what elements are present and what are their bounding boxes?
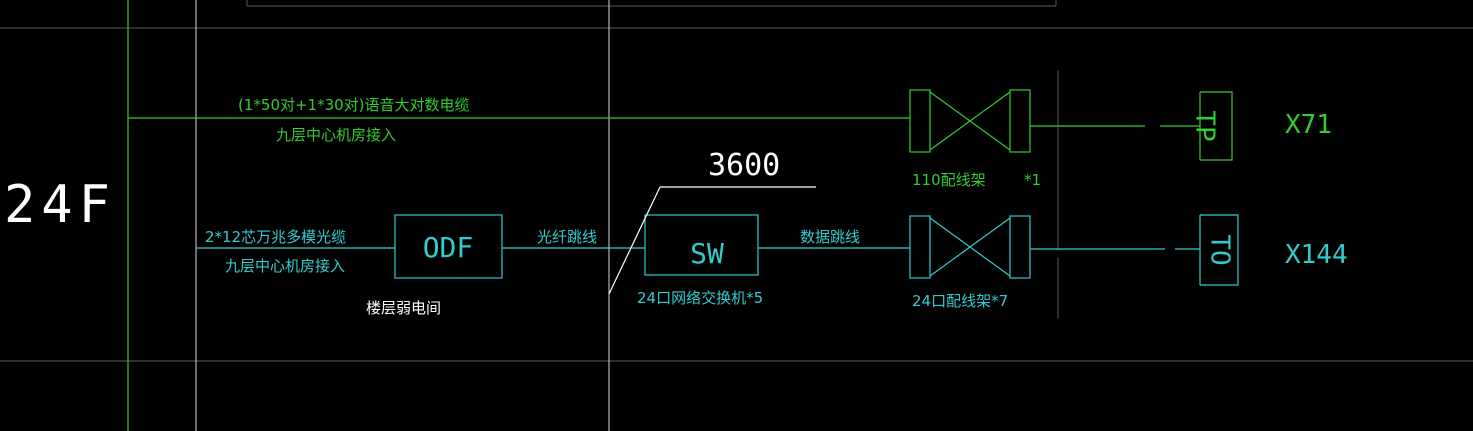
dimension-value: 3600 [708, 148, 780, 183]
dimension-leader: 3600 [608, 148, 816, 295]
data-cable-label: 2*12芯万兆多模光缆 [205, 228, 346, 246]
floor-label: 24F [4, 175, 116, 235]
switch-box[interactable] [644, 214, 759, 276]
room-label: 楼层弱电间 [366, 299, 441, 317]
voice-cable-label: (1*50对+1*30对)语音大对数电缆 [238, 96, 470, 114]
odf-box[interactable] [394, 214, 503, 279]
voice-source-label: 九层中心机房接入 [276, 126, 396, 144]
switch-desc: 24口网络交换机*5 [637, 289, 763, 307]
switch-label: SW [690, 237, 724, 270]
data-outlet-label: TO [1205, 234, 1235, 265]
data-patch-panel-symbol[interactable] [909, 215, 1031, 279]
dimension-leader-diagonal [608, 186, 661, 295]
data-jumper-label: 数据跳线 [800, 228, 860, 246]
voice-patch-panel-qty: *1 [1024, 171, 1041, 189]
voice-chain: (1*50对+1*30对)语音大对数电缆 九层中心机房接入 110配线架 *1 … [128, 89, 1332, 189]
voice-patch-panel-symbol[interactable] [909, 89, 1031, 153]
odf-label: ODF [423, 231, 474, 264]
voice-patch-panel-label: 110配线架 [912, 171, 986, 189]
fiber-jumper-label: 光纤跳线 [537, 228, 597, 246]
data-outlet-count: X144 [1285, 240, 1348, 270]
data-source-label: 九层中心机房接入 [225, 257, 345, 275]
data-outlet-symbol[interactable] [1199, 214, 1239, 286]
voice-outlet-symbol[interactable] [1199, 91, 1233, 161]
data-chain: 2*12芯万兆多模光缆 九层中心机房接入 ODF 楼层弱电间 光纤跳线 SW 2… [196, 214, 1348, 317]
voice-outlet-count: X71 [1285, 110, 1332, 140]
voice-outlet-label: TP [1190, 110, 1220, 141]
data-patch-panel-label: 24口配线架*7 [912, 292, 1008, 310]
